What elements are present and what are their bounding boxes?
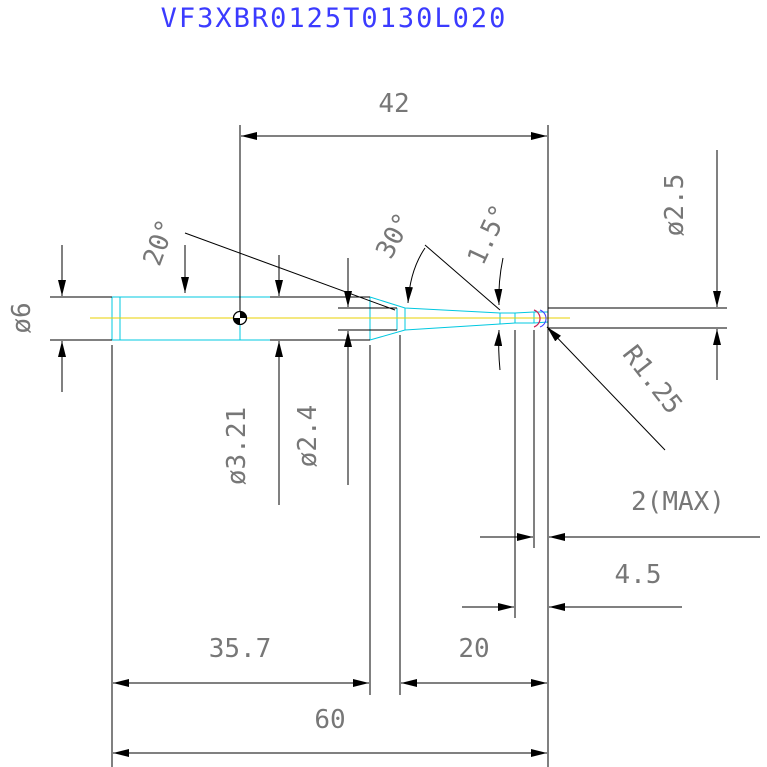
svg-text:42: 42 (378, 89, 409, 119)
svg-text:ø3.21: ø3.21 (222, 407, 252, 485)
svg-text:ø2.4: ø2.4 (293, 405, 323, 468)
dim-dia-6: ø6 (7, 245, 112, 392)
dim-neck-max: 2(MAX) (480, 330, 760, 548)
svg-text:30°: 30° (370, 208, 419, 264)
angle-15-deg: 1.5° (462, 200, 516, 371)
ball-tip (533, 309, 541, 328)
svg-text:1.5°: 1.5° (462, 200, 516, 269)
dim-dia-321: ø3.21 (222, 255, 370, 505)
origin-symbol (232, 310, 248, 326)
svg-text:20°: 20° (138, 215, 182, 269)
dim-357-and-20: 35.7 20 (111, 335, 547, 767)
svg-text:ø6: ø6 (7, 302, 37, 333)
part-number-title: VF3XBR0125T0130L020 (161, 3, 508, 34)
dim-radius: R1.25 (546, 326, 688, 451)
dim-60: 60 (113, 705, 547, 757)
dim-dia-25: ø2.5 (548, 150, 727, 380)
svg-text:ø2.5: ø2.5 (660, 174, 690, 237)
svg-text:20: 20 (458, 634, 489, 664)
dim-42: 42 (239, 89, 549, 767)
svg-text:R1.25: R1.25 (616, 340, 688, 420)
svg-text:60: 60 (314, 705, 345, 735)
svg-text:2(MAX): 2(MAX) (631, 487, 725, 517)
dim-dia-24: ø2.4 (293, 258, 397, 485)
svg-text:35.7: 35.7 (209, 634, 272, 664)
dim-45: 4.5 (462, 330, 682, 618)
angle-20-deg: 20° (138, 215, 396, 311)
svg-text:4.5: 4.5 (615, 560, 662, 590)
